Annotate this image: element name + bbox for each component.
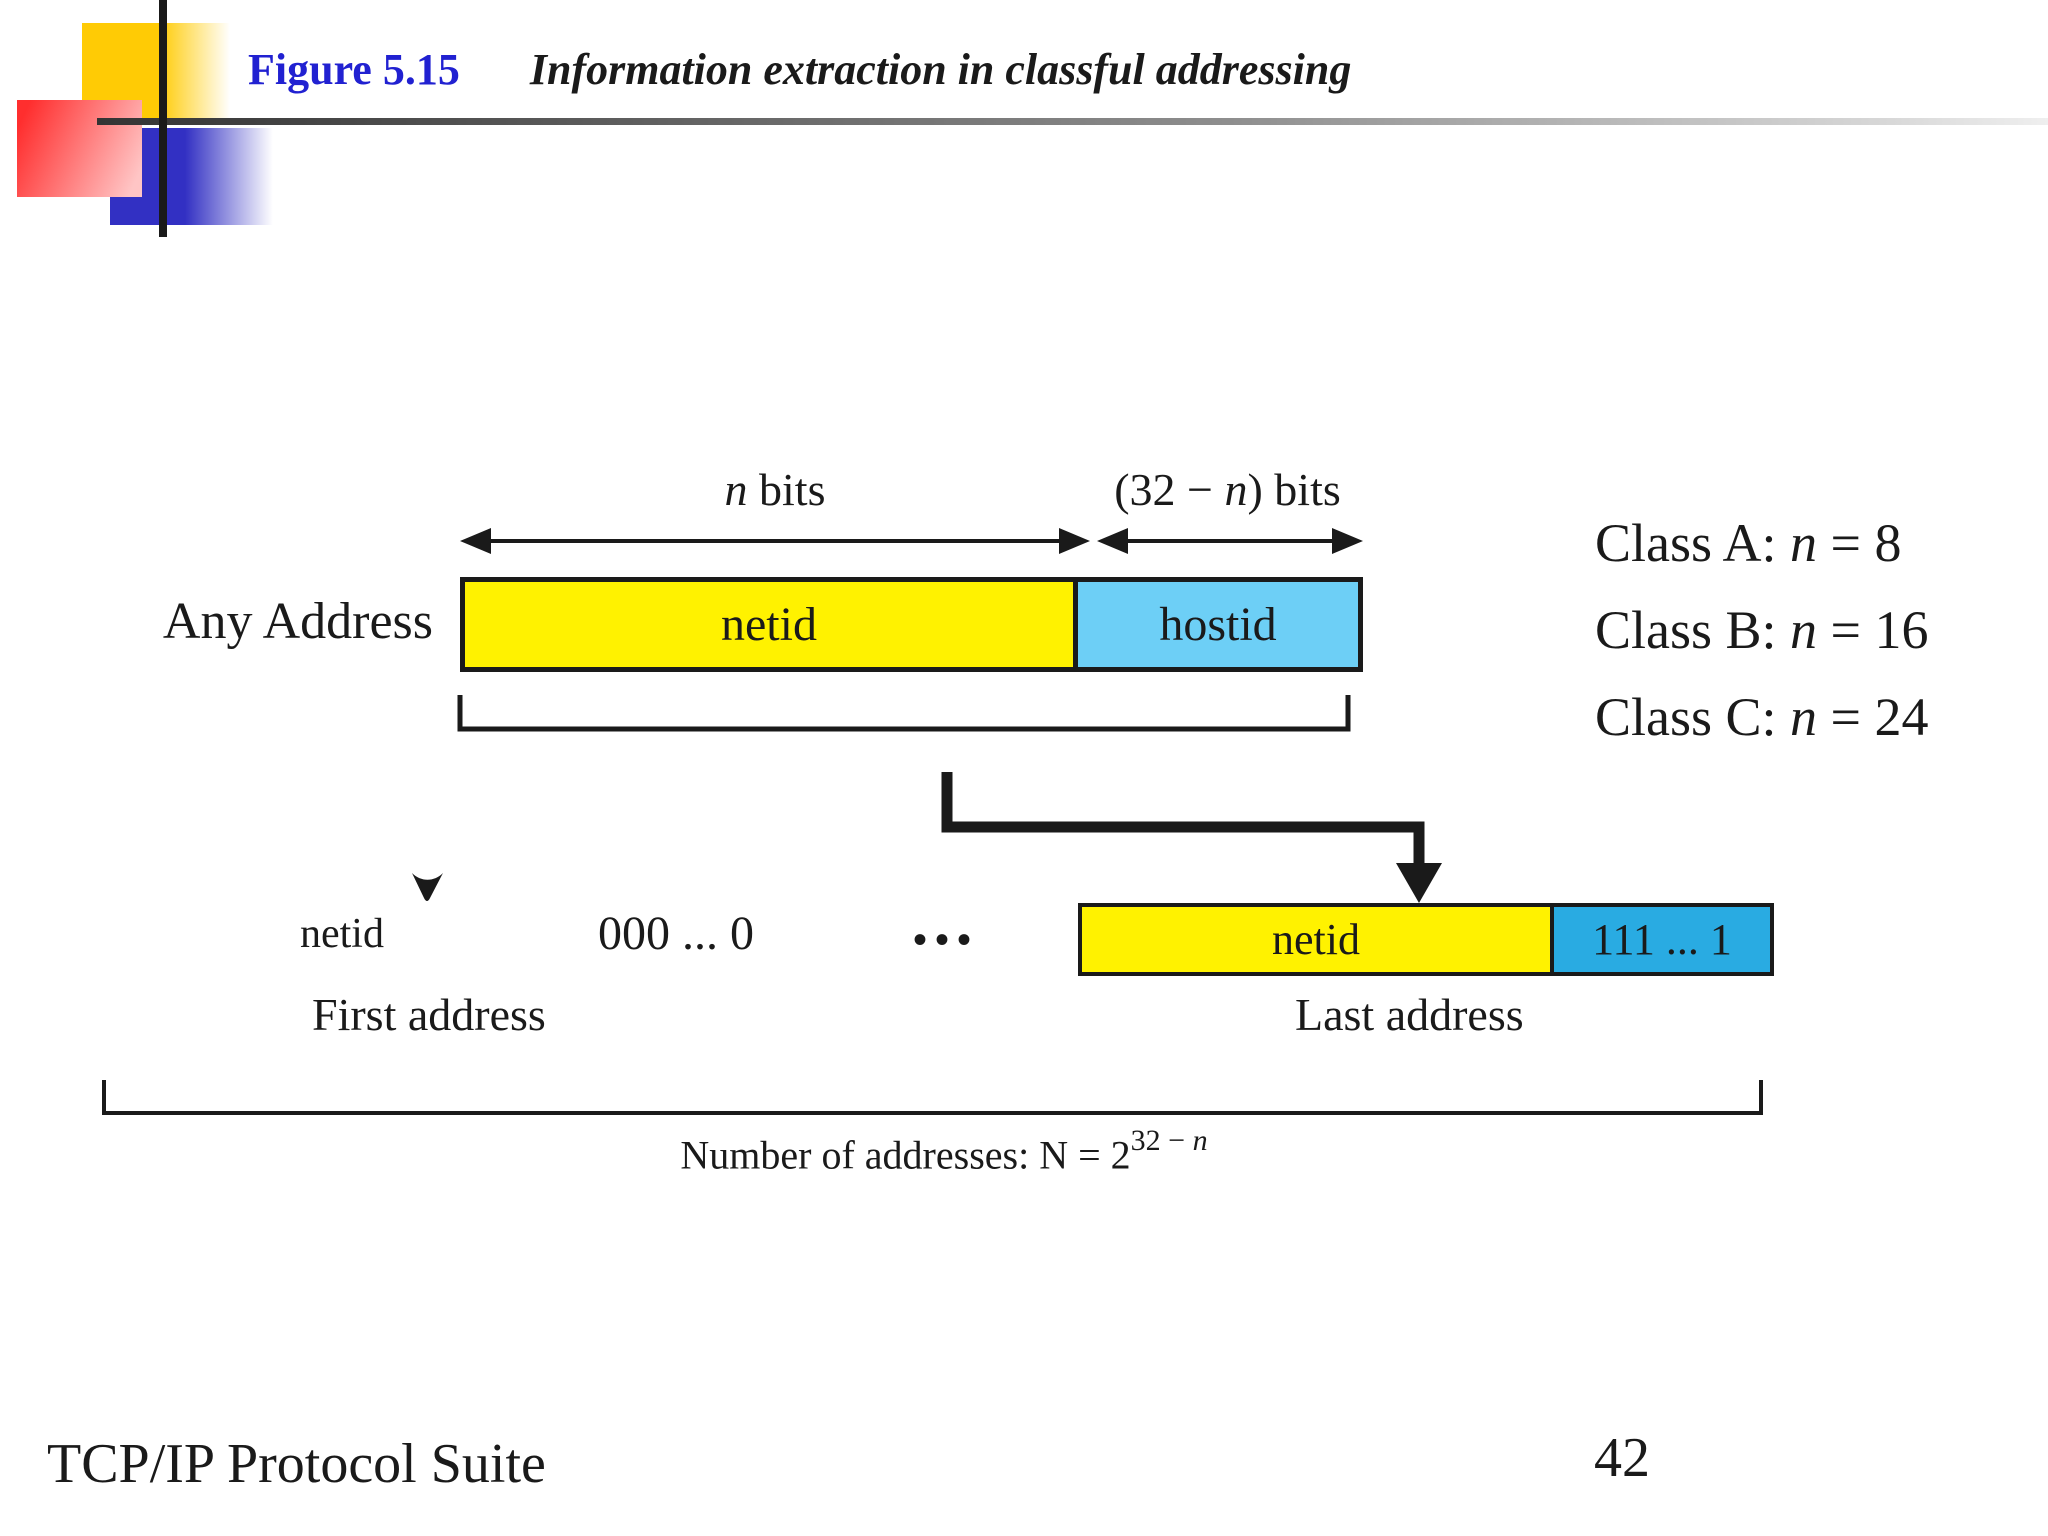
- last-address-bar: netid 111 ... 1: [1078, 903, 1774, 976]
- ellipsis-dots: •••: [912, 917, 979, 962]
- bits-word: bits: [759, 464, 826, 515]
- class-a-line: Class A: n = 8: [1595, 513, 1902, 573]
- formula-prefix: Number of addresses:: [680, 1132, 1030, 1178]
- figure-number: Figure 5.15: [248, 45, 460, 94]
- formula-base: N = 2: [1039, 1132, 1131, 1178]
- header: Figure 5.15 Information extraction in cl…: [248, 44, 1351, 95]
- title-divider-line: [97, 118, 2048, 125]
- class-legend: Class A: n = 8 Class B: n = 16 Class C: …: [1595, 500, 1929, 761]
- zeros-value: 000 ... 0: [598, 907, 754, 960]
- n-variable: n: [1224, 464, 1248, 515]
- bits32-close: ) bits: [1247, 464, 1341, 515]
- n-bits-label: n bits: [460, 463, 1090, 516]
- address-range-bracket: [102, 1080, 1763, 1115]
- figure-title: Information extraction in classful addre…: [529, 45, 1352, 94]
- address-count-formula: Number of addresses: N = 232 − n: [424, 1124, 1464, 1178]
- host-bits-arrow: [1097, 528, 1363, 554]
- class-b-line: Class B: n = 16: [1595, 600, 1929, 660]
- netid-field: netid: [1082, 907, 1554, 972]
- page-number: 42: [1594, 1427, 1650, 1489]
- netid-field: netid: [465, 582, 1078, 667]
- decoration-red-square: [17, 100, 142, 197]
- any-address-label: Any Address: [162, 593, 433, 650]
- formula-exponent: 32 − n: [1130, 1124, 1208, 1157]
- host-bits-label: (32 − n) bits: [1085, 463, 1370, 516]
- book-title: TCP/IP Protocol Suite: [47, 1433, 546, 1495]
- n-bits-arrow: [460, 528, 1090, 554]
- ones-field: 111 ... 1: [1554, 907, 1770, 972]
- netid-pointer-icon: [412, 873, 443, 901]
- n-variable: n: [724, 464, 748, 515]
- hostid-field: hostid: [1078, 582, 1358, 667]
- connector-arrow: [941, 772, 1442, 903]
- bits32-open: (32 −: [1114, 464, 1213, 515]
- first-address-label: First address: [312, 989, 546, 1040]
- any-address-bar: netid hostid: [460, 577, 1363, 672]
- class-c-line: Class C: n = 24: [1595, 687, 1929, 747]
- first-netid-label: netid: [300, 911, 384, 957]
- last-address-label: Last address: [1295, 989, 1524, 1040]
- decoration-vertical-line: [159, 0, 167, 237]
- bar1-underbrace: [457, 695, 1351, 732]
